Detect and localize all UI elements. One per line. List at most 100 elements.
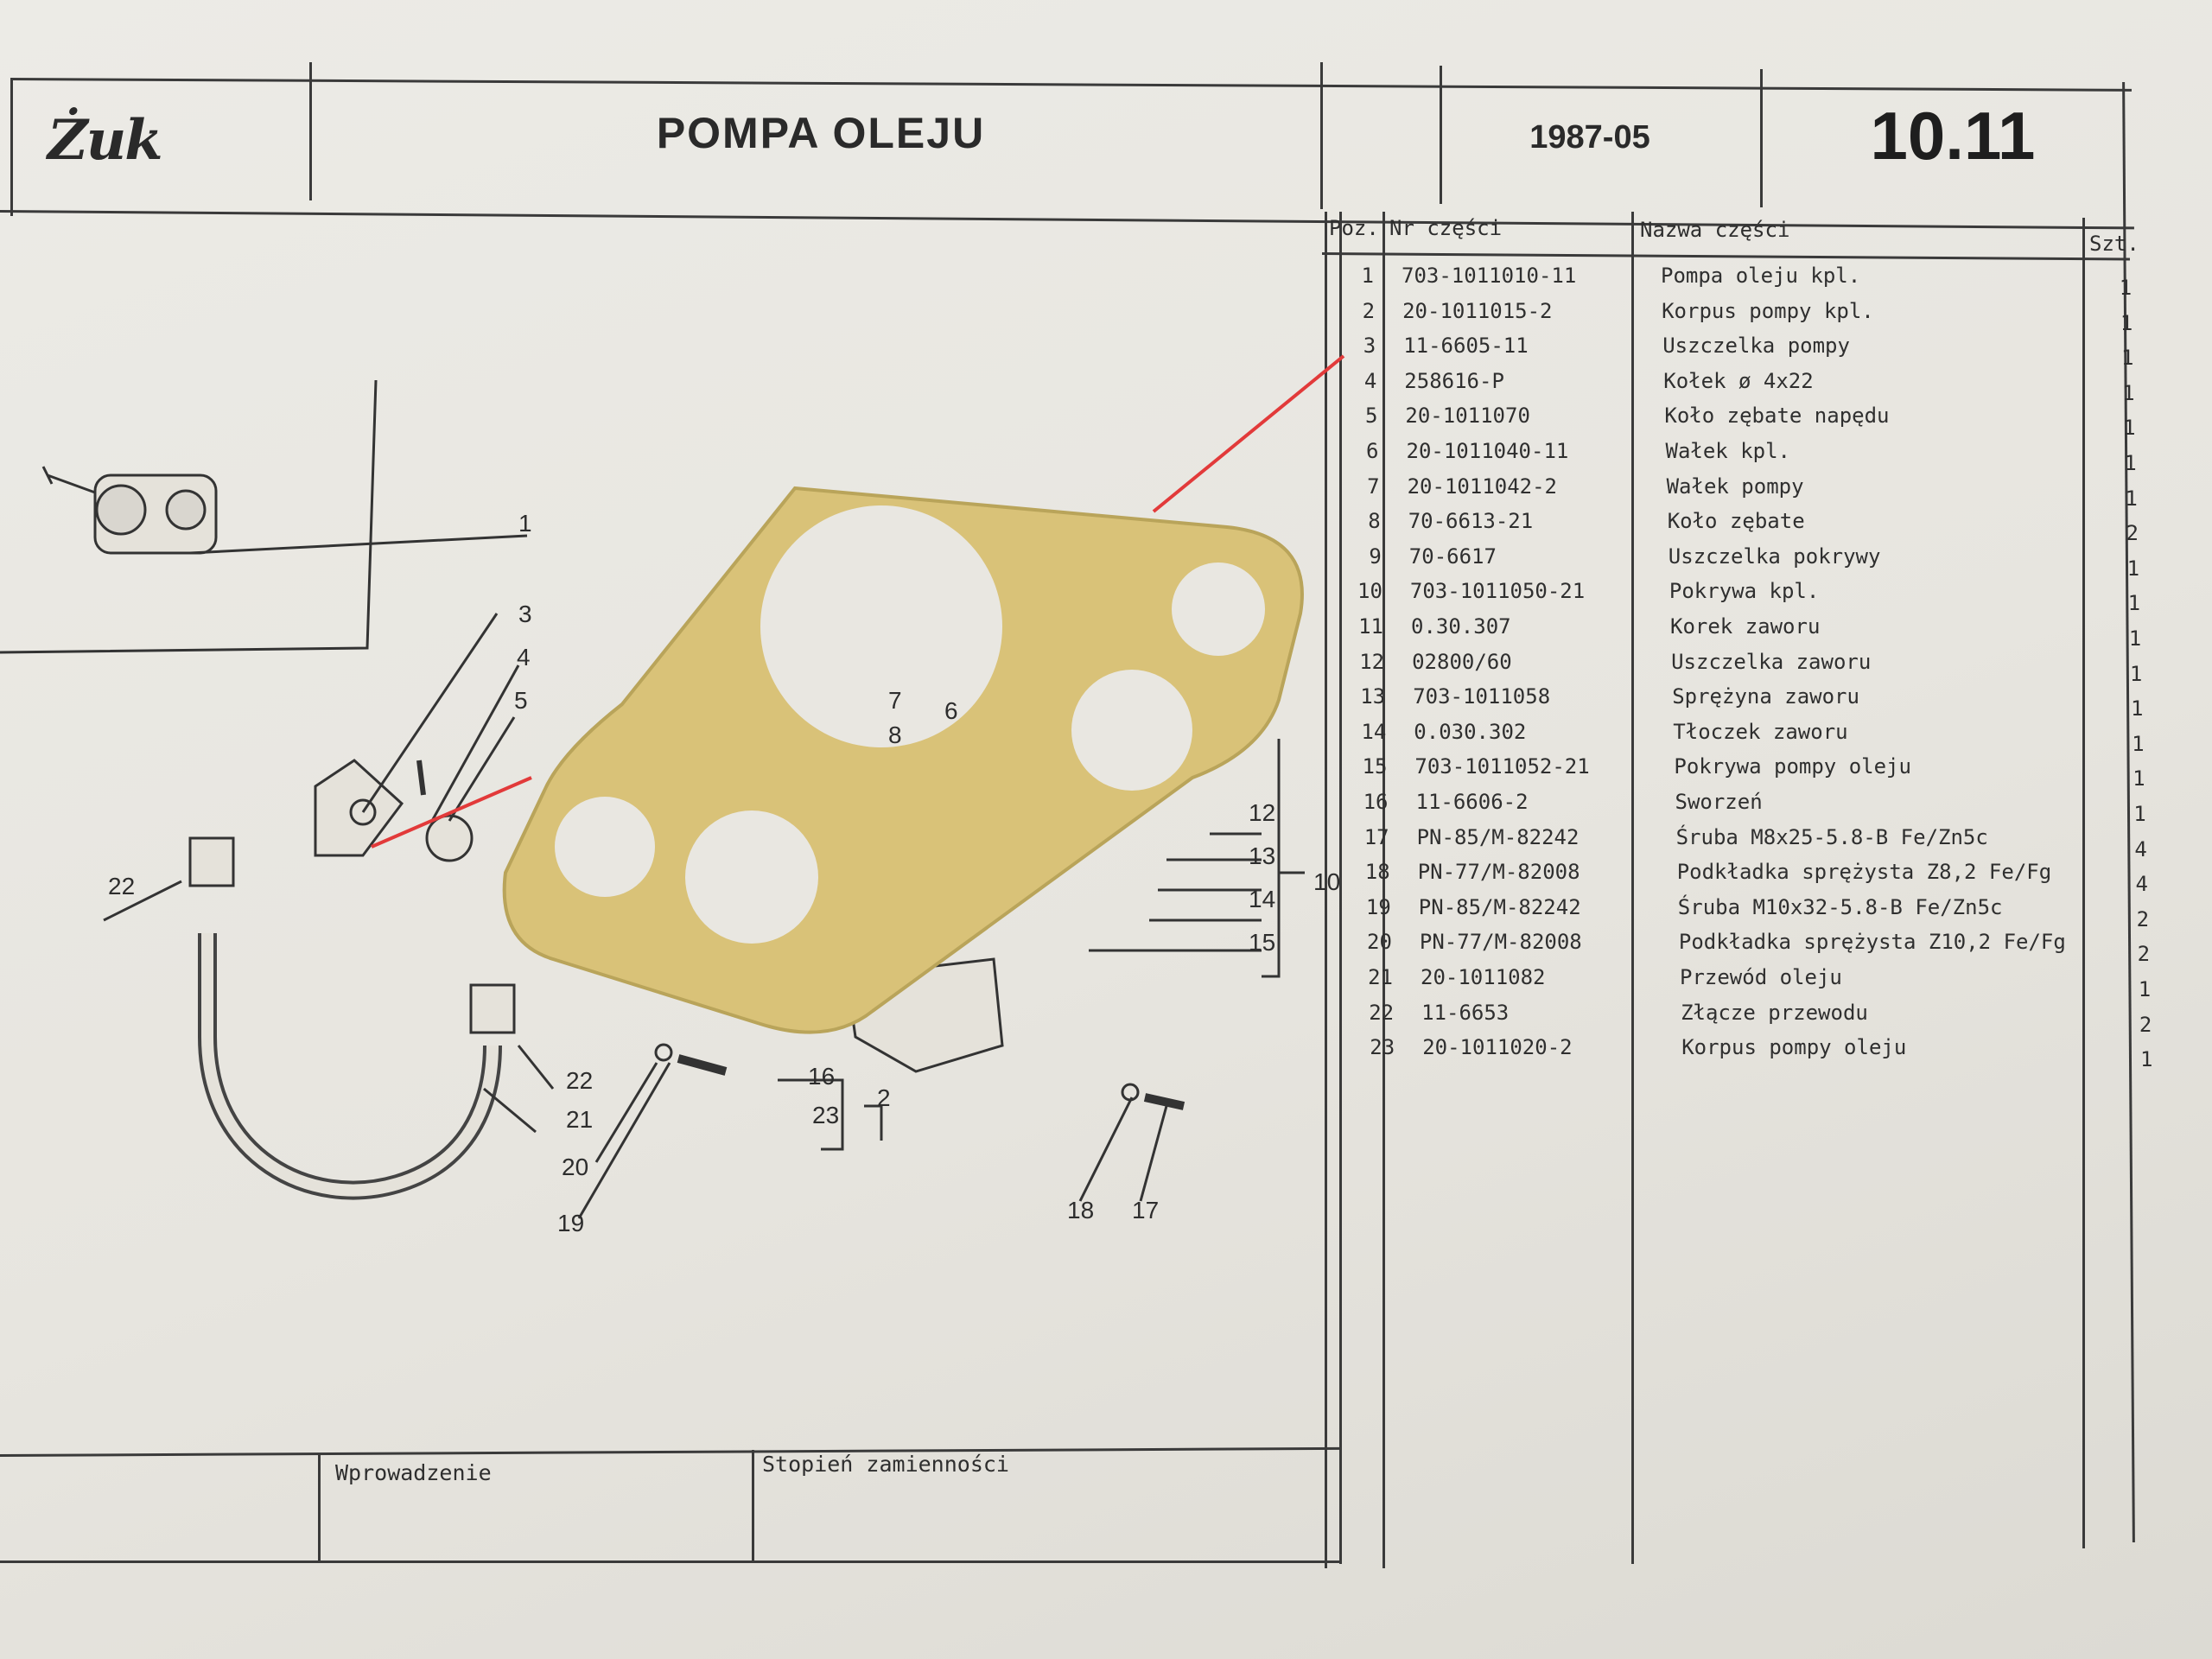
row-part-number: PN-85/M-82242	[1418, 894, 1581, 919]
row-part-number: PN-77/M-82008	[1419, 930, 1582, 955]
row-part-name: Śruba M8x25-5.8-B Fe/Zn5c	[1675, 824, 1988, 849]
row-position: 8	[1368, 509, 1381, 534]
row-part-number: 11-6605-11	[1403, 334, 1529, 359]
row-quantity: 1	[2126, 556, 2140, 581]
table-row: 2 20-1011015-2 Korpus pompy kpl. 1	[1332, 298, 2144, 335]
row-part-name: Śruba M10x32-5.8-B Fe/Zn5c	[1677, 894, 2003, 919]
row-part-name: Sworzeń	[1675, 790, 1763, 814]
table-column-rule	[2082, 218, 2085, 1548]
row-part-name: Korek zaworu	[1670, 614, 1821, 639]
page-number: 10.11	[1870, 98, 2036, 174]
footer-divider	[752, 1450, 754, 1562]
row-part-name: Pompa oleju kpl.	[1661, 264, 1861, 288]
row-position: 14	[1361, 719, 1387, 744]
row-part-name: Podkładka sprężysta Z8,2 Fe/Fg	[1676, 860, 2052, 885]
diagram-callout: 5	[514, 687, 528, 714]
row-part-name: Tłoczek zaworu	[1673, 719, 1848, 744]
footer-bottom-rule	[0, 1560, 1341, 1563]
row-position: 11	[1358, 614, 1383, 639]
row-quantity: 1	[2132, 731, 2145, 756]
row-part-number: 258616-P	[1404, 368, 1504, 393]
column-header-part-name: Nazwa części	[1640, 218, 1790, 242]
row-quantity: 1	[2139, 1047, 2153, 1072]
row-quantity: 1	[2120, 346, 2134, 371]
diagram-callout: 20	[562, 1154, 588, 1180]
row-position: 2	[1362, 298, 1376, 323]
diagram-callout: 12	[1249, 799, 1275, 826]
footer-divider	[1339, 212, 1342, 1564]
header-divider	[1440, 66, 1442, 204]
row-quantity: 1	[2127, 591, 2141, 616]
zuk-logo: Żuk	[48, 108, 163, 173]
footer-divider	[318, 1454, 321, 1561]
row-part-name: Pokrywa kpl.	[1669, 579, 1820, 604]
row-position: 13	[1360, 684, 1386, 709]
row-part-number: 11-6606-2	[1415, 790, 1529, 814]
table-left-rule	[1325, 212, 1327, 1568]
header-divider	[309, 62, 312, 200]
gasket-photo	[502, 486, 1304, 1034]
row-part-number: 703-1011058	[1413, 684, 1551, 709]
row-position: 19	[1365, 894, 1391, 919]
row-quantity: 1	[2133, 802, 2146, 826]
diagram-callout: 13	[1249, 842, 1275, 869]
diagram-callout: 19	[557, 1210, 584, 1236]
row-quantity: 1	[2138, 977, 2152, 1001]
footer-top-rule	[0, 1446, 1341, 1457]
row-part-number: PN-85/M-82242	[1416, 824, 1580, 849]
row-part-name: Korpus pompy oleju	[1681, 1035, 1907, 1060]
table-column-rule	[1631, 212, 1634, 1564]
row-part-number: 0.30.307	[1411, 614, 1511, 639]
diagram-callout: 15	[1249, 929, 1275, 956]
row-part-number: 20-1011015-2	[1402, 298, 1553, 323]
row-part-number: 02800/60	[1412, 649, 1512, 674]
row-part-number: PN-77/M-82008	[1417, 860, 1580, 885]
row-position: 12	[1359, 649, 1385, 674]
page-title: POMPA OLEJU	[656, 109, 986, 157]
diagram-callout: 10	[1313, 868, 1340, 895]
table-header-rule	[1321, 252, 2130, 261]
diagram-callout: 17	[1132, 1197, 1159, 1224]
diagram-callout: 22	[108, 873, 135, 899]
publication-date: 1987-05	[1529, 119, 1650, 156]
table-row: 18 PN-77/M-82008 Podkładka sprężysta Z8,2 …	[1347, 860, 2159, 897]
row-part-name: Korpus pompy kpl.	[1662, 298, 1874, 323]
row-part-number: 20-1011040-11	[1406, 439, 1569, 463]
row-quantity: 1	[2133, 766, 2145, 791]
diagram-callout: 23	[812, 1102, 839, 1128]
header-top-border	[10, 78, 2132, 92]
diagram-callout: 16	[808, 1063, 835, 1090]
row-quantity: 1	[2130, 696, 2144, 721]
red-annotation-lines	[371, 354, 1345, 849]
table-column-rule	[1382, 212, 1385, 1568]
row-part-name: Pokrywa pompy oleju	[1674, 754, 1911, 779]
row-part-number: 20-1011020-2	[1422, 1035, 1573, 1060]
row-part-name: Wałek kpl.	[1665, 439, 1791, 463]
row-quantity: 1	[2122, 380, 2135, 405]
row-position: 18	[1364, 860, 1390, 885]
row-part-name: Koło zębate	[1667, 509, 1805, 534]
diagram-callout: 21	[566, 1106, 593, 1133]
row-position: 20	[1366, 930, 1392, 955]
row-quantity: 1	[2123, 416, 2136, 441]
row-quantity: 1	[2120, 310, 2133, 335]
row-part-number: 703-1011010-11	[1402, 264, 1577, 288]
row-part-name: Wałek pompy	[1666, 474, 1804, 499]
row-quantity: 4	[2135, 872, 2148, 897]
row-quantity: 4	[2134, 836, 2147, 861]
row-part-number: 20-1011070	[1405, 404, 1530, 429]
column-header-part-number: Nr części	[1389, 216, 1503, 240]
row-part-name: Koło zębate napędu	[1664, 404, 1890, 429]
row-part-number: 703-1011050-21	[1409, 579, 1586, 604]
row-position: 9	[1369, 543, 1382, 569]
header-divider	[1760, 69, 1763, 207]
introduction-label: Wprowadzenie	[335, 1460, 492, 1485]
table-row: 19 PN-85/M-82242 Śruba M10x32-5.8-B Fe/Zn5…	[1348, 894, 2160, 931]
